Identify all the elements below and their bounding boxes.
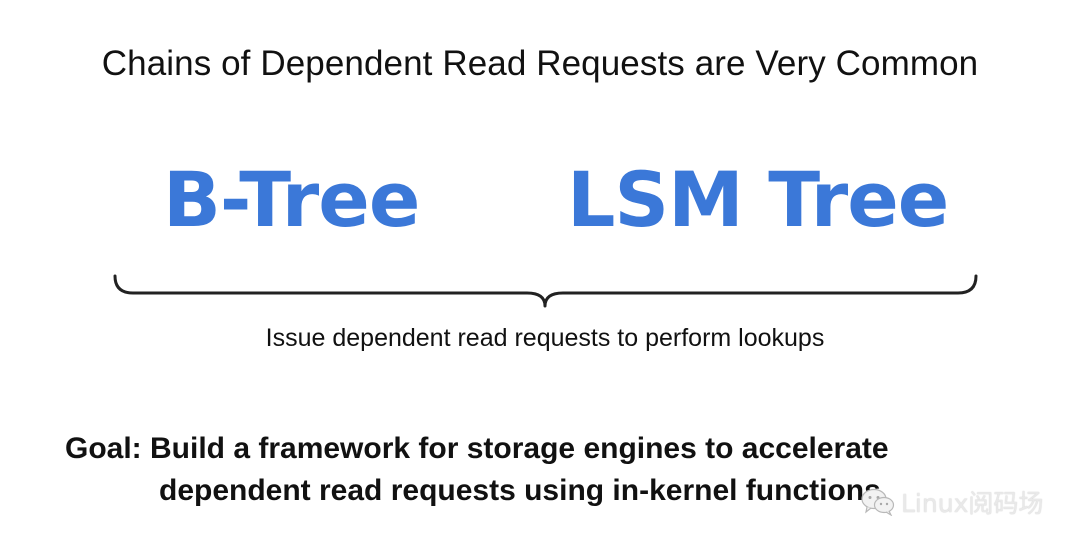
goal-line-1: Goal: Build a framework for storage engi… [65, 432, 889, 465]
goal-line-2: dependent read requests using in-kernel … [159, 474, 881, 507]
term-btree: B-Tree [163, 155, 420, 244]
goal-statement: Goal: Build a framework for storage engi… [65, 428, 1025, 512]
watermark-text: Linux阅码场 [901, 489, 1044, 518]
term-lsm-tree: LSM Tree [567, 155, 949, 244]
slide-title: Chains of Dependent Read Requests are Ve… [101, 44, 979, 83]
brace-caption: Issue dependent read requests to perform… [265, 324, 825, 352]
watermark: Linux阅码场 [861, 482, 1043, 522]
wechat-icon [861, 488, 895, 516]
